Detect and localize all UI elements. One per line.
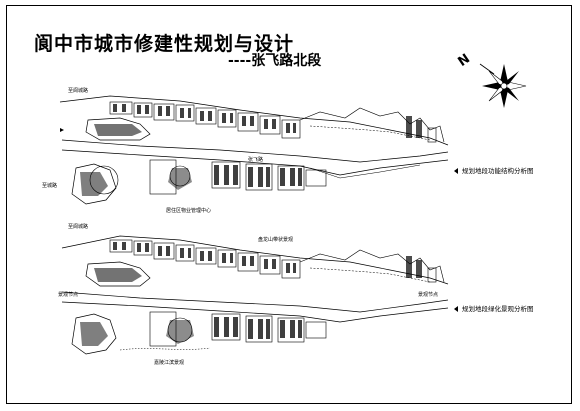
bottom-label-road-nw: 至阆城路 bbox=[68, 224, 89, 230]
north-arrow-icon bbox=[479, 63, 527, 108]
bottom-label-river-view: 嘉陵江滨景观 bbox=[154, 360, 185, 366]
top-label-road-center: 张飞路 bbox=[248, 157, 264, 163]
drawing-frame bbox=[6, 5, 572, 404]
bottom-label-square-left: 景观节点 bbox=[58, 292, 79, 298]
top-plan-caption: 规划地段功能结构分析图 bbox=[462, 167, 534, 175]
drawing-subtitle: ----张飞路北段 bbox=[228, 53, 322, 69]
top-label-road-nw: 至阆城路 bbox=[68, 88, 89, 94]
bottom-plan-caption: 规划地段绿化景观分析图 bbox=[462, 305, 534, 313]
bottom-label-mountain-view: 盘龙山带状景观 bbox=[258, 237, 294, 243]
bottom-label-square-right: 景观节点 bbox=[418, 292, 439, 298]
drawing-title: 阆中市城市修建性规划与设计 bbox=[34, 33, 295, 55]
top-label-west-road: 至城路 bbox=[42, 183, 58, 189]
top-label-center: 居住区物业管理中心 bbox=[166, 208, 212, 214]
